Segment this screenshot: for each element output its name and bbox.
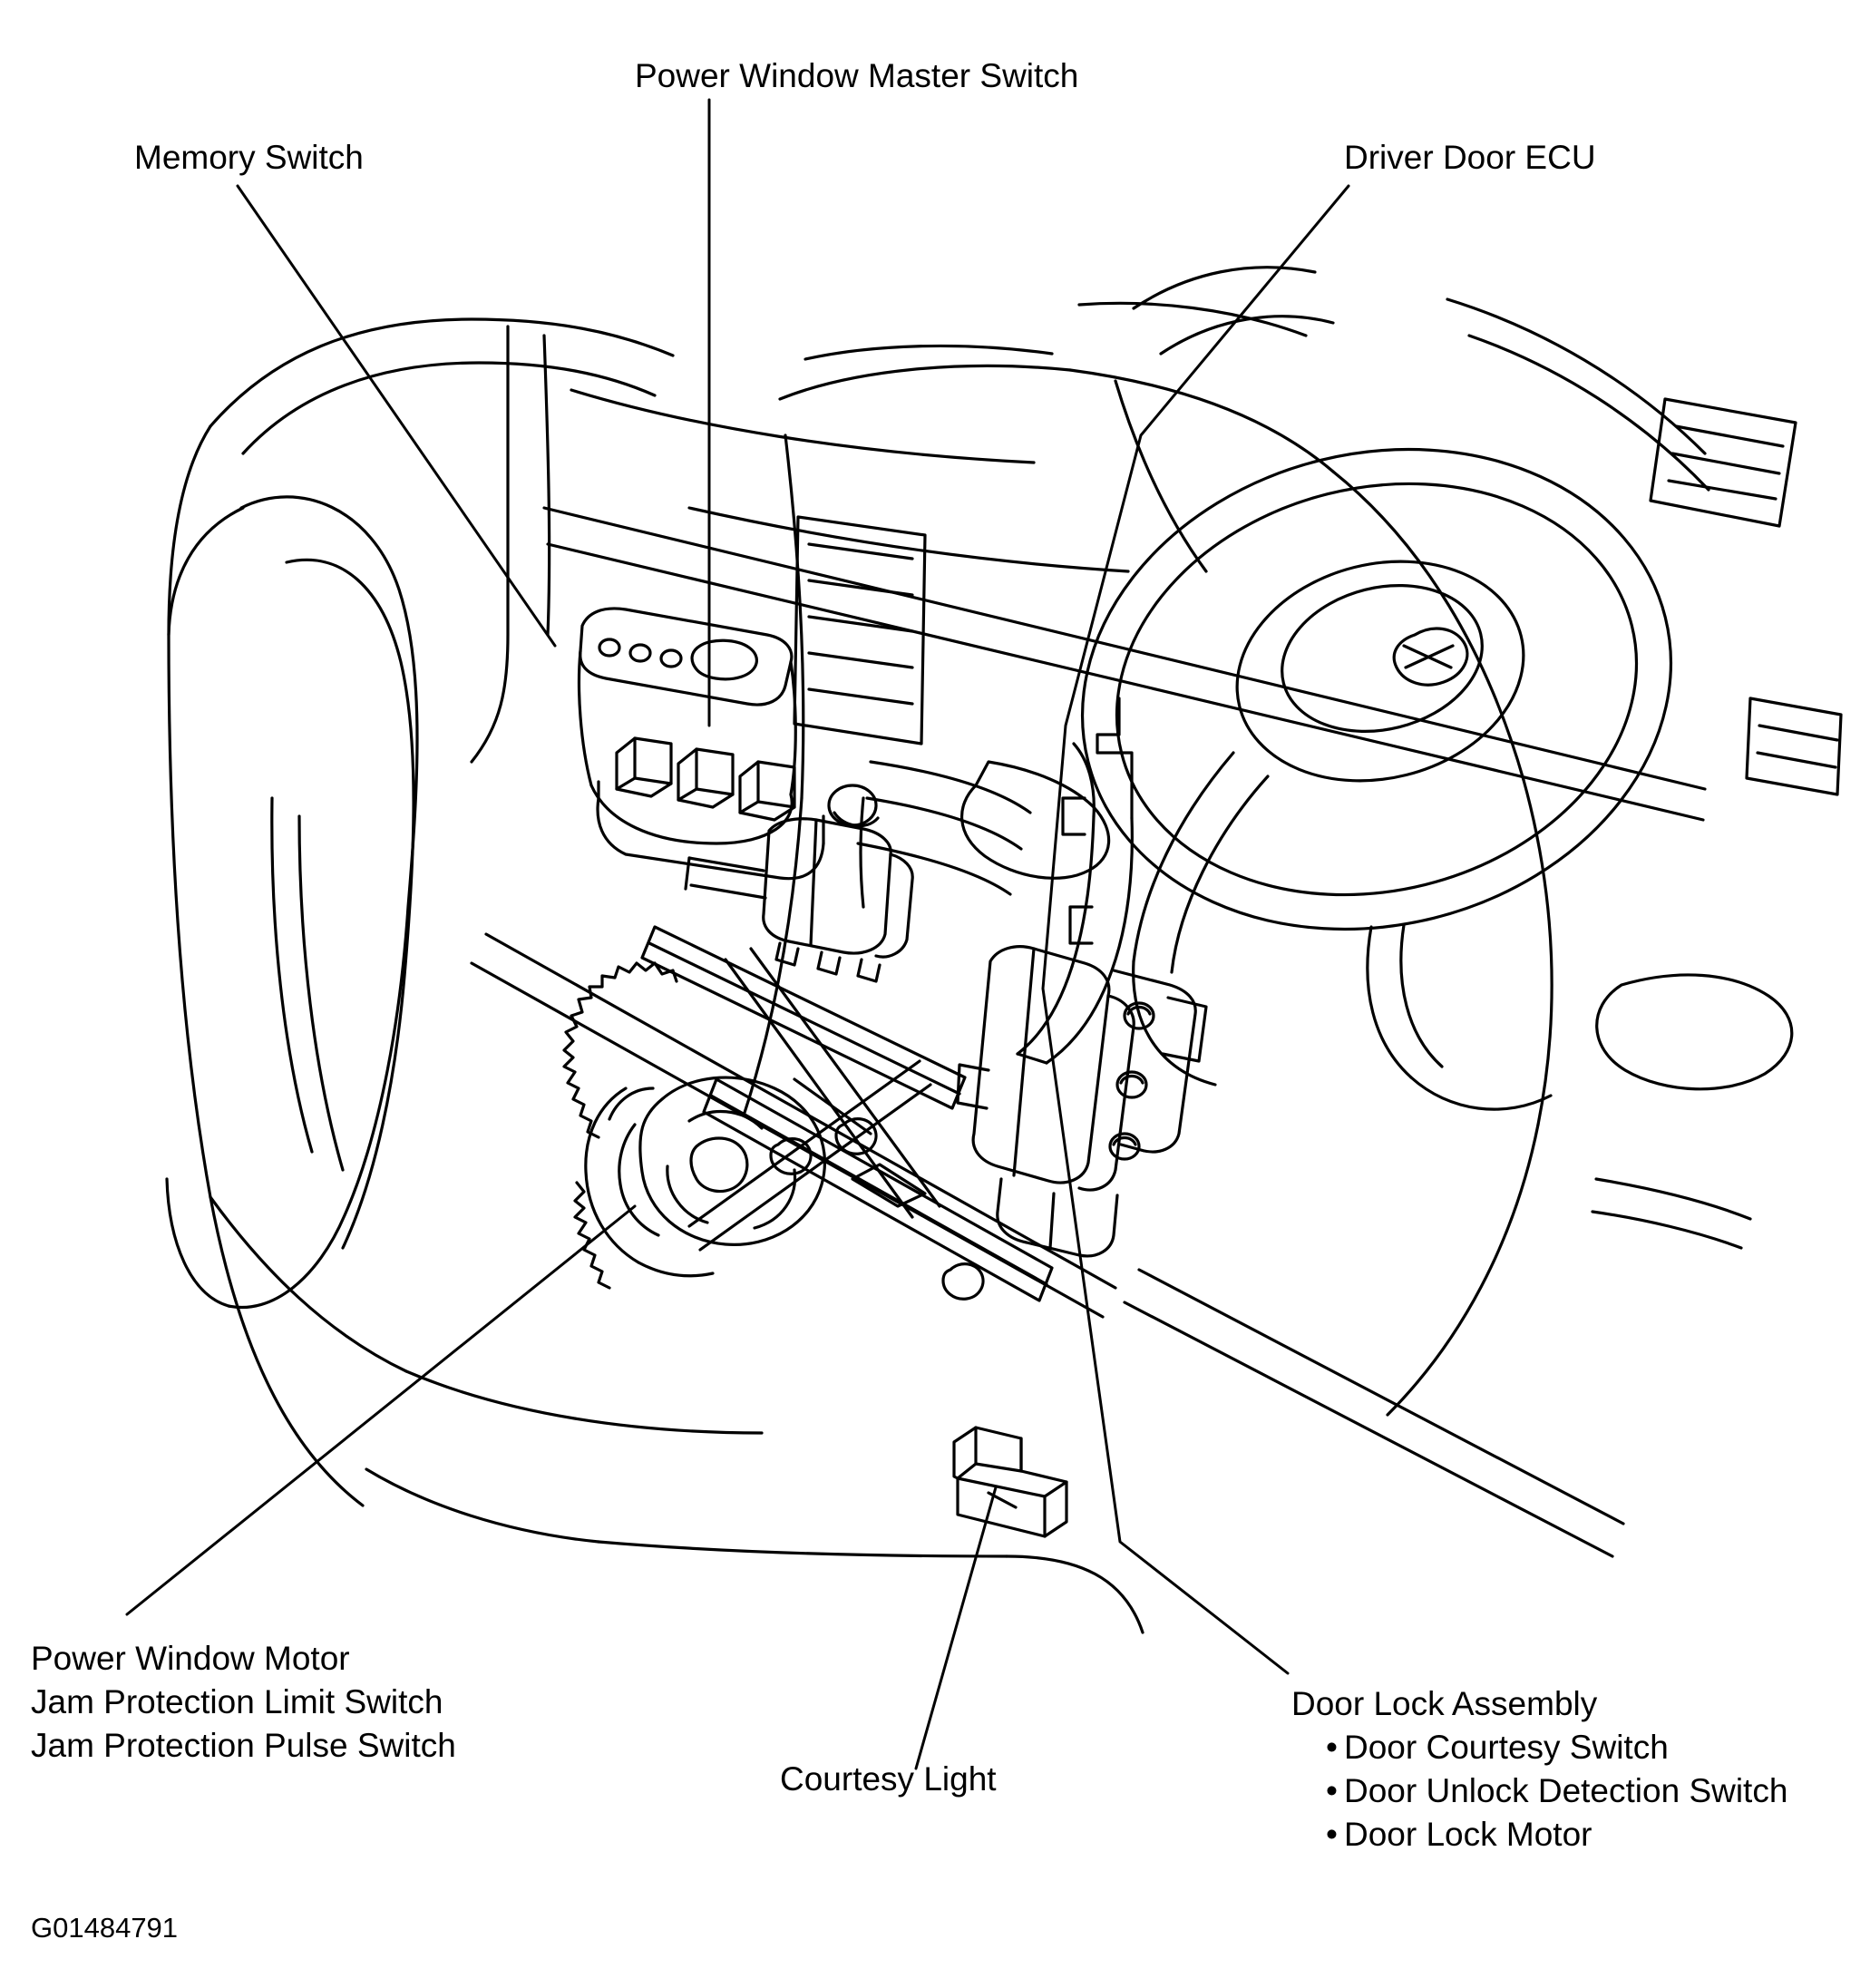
- window-regulator-assembly: [640, 925, 1054, 1302]
- door-lock-control-module: [684, 784, 914, 983]
- right-dash-vents: [1591, 397, 1843, 1250]
- callout-power-window-motor-group: Power Window Motor Jam Protection Limit …: [31, 1637, 593, 1768]
- list-item: Door Courtesy Switch: [1326, 1726, 1854, 1769]
- regulator-sector-plate: [638, 1076, 826, 1246]
- figure-id-code: G01484791: [31, 1912, 179, 1944]
- dashboard-outline: [742, 344, 1553, 1417]
- callout-power-window-master-switch: Power Window Master Switch: [635, 57, 1079, 94]
- driver-door-ecu-component: [1016, 697, 1134, 1065]
- list-item: Door Lock Motor: [1326, 1813, 1854, 1856]
- vehicle-body-outline: [167, 317, 1144, 1634]
- power-window-motor-component: [562, 961, 715, 1290]
- center-console: [793, 515, 1111, 909]
- door-panel-lines: [470, 388, 1707, 1558]
- callout-memory-switch: Memory Switch: [134, 139, 364, 176]
- memory-switch-component: [577, 607, 797, 845]
- callout-jam-protection-limit-switch: Jam Protection Limit Switch: [31, 1683, 443, 1721]
- list-item: Door Unlock Detection Switch: [1326, 1769, 1854, 1813]
- steering-wheel: [1080, 266, 1673, 1111]
- wheel-arch: [165, 495, 419, 1309]
- callout-door-lock-assembly-group: Door Lock Assembly Door Courtesy Switch …: [1291, 1682, 1854, 1856]
- callout-driver-door-ecu: Driver Door ECU: [1344, 139, 1596, 176]
- courtesy-light-component: [952, 1426, 1068, 1538]
- callout-courtesy-light: Courtesy Light: [780, 1760, 997, 1798]
- callout-power-window-motor: Power Window Motor: [31, 1640, 350, 1677]
- callout-door-lock-assembly: Door Lock Assembly: [1291, 1685, 1598, 1722]
- callout-jam-protection-pulse-switch: Jam Protection Pulse Switch: [31, 1727, 456, 1765]
- door-lock-assembly-subitems: Door Courtesy Switch Door Unlock Detecti…: [1291, 1726, 1854, 1856]
- door-lock-assembly-component: [956, 945, 1208, 1258]
- power-window-master-switch-component: [596, 736, 825, 881]
- leader-lines: [125, 98, 1350, 1770]
